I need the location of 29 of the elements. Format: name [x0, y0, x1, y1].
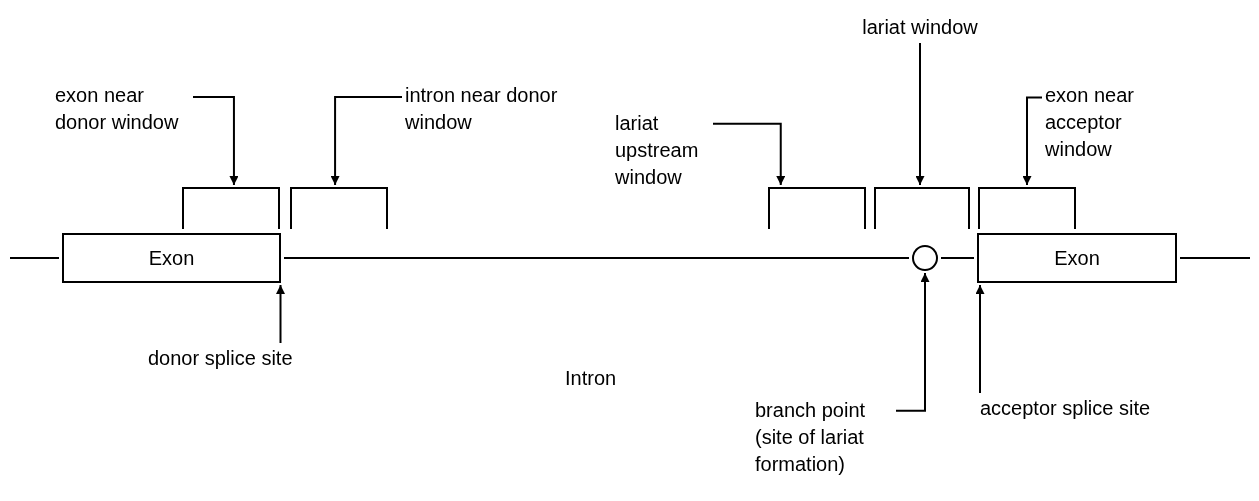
callout-label: donor splice site [148, 345, 398, 372]
backbone-line [283, 257, 910, 259]
leader-arrow [975, 284, 985, 394]
callout-label: lariat upstream window [615, 110, 710, 191]
leader-arrow [276, 284, 285, 344]
branch-point-circle [912, 245, 938, 271]
window-bracket [290, 187, 388, 229]
window-bracket [768, 187, 866, 229]
window-bracket [182, 187, 280, 229]
leader-arrow [330, 96, 403, 186]
callout-label: exon near acceptor window [1045, 82, 1145, 163]
callout-label: exon near donor window [55, 82, 190, 136]
backbone-line [940, 257, 975, 259]
window-bracket [874, 187, 970, 229]
exon-box: Exon [62, 233, 281, 283]
window-bracket [978, 187, 1076, 229]
exon-box: Exon [977, 233, 1177, 283]
backbone-line [1179, 257, 1251, 259]
leader-arrow [915, 42, 925, 186]
callout-label: acceptor splice site [980, 395, 1155, 449]
callout-label: intron near donor window [405, 82, 580, 136]
leader-arrow [895, 272, 930, 412]
callout-label: branch point (site of lariat formation) [755, 397, 893, 478]
leader-arrow [712, 122, 786, 186]
leader-arrow [192, 96, 239, 186]
intron-label: Intron [565, 366, 617, 391]
backbone-line [9, 257, 60, 259]
callout-label: lariat window [845, 14, 995, 41]
leader-arrow [1022, 96, 1043, 186]
